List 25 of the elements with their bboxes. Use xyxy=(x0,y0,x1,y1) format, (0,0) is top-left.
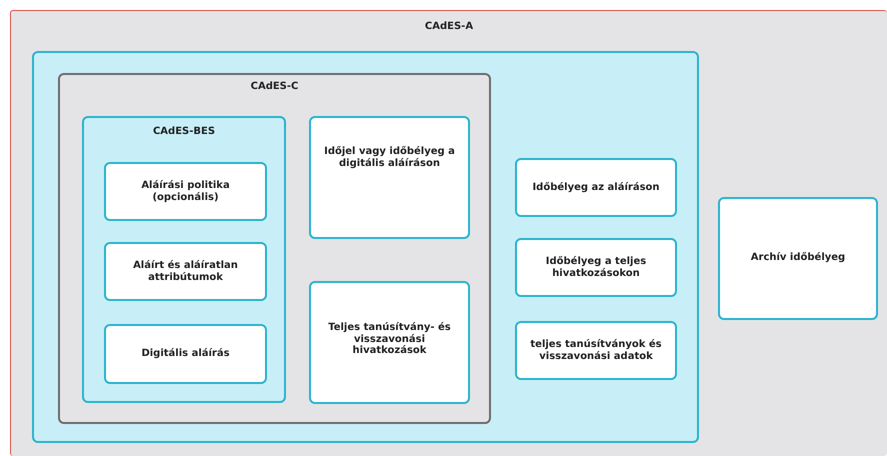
process-box xyxy=(515,158,677,217)
group-title: CAdES-C xyxy=(250,81,300,92)
box-label: Archív időbélyeg xyxy=(750,252,846,264)
container-box xyxy=(58,73,491,424)
container-box xyxy=(32,51,699,443)
process-box xyxy=(104,162,267,221)
process-box xyxy=(718,197,878,320)
box-label: Időbélyeg a teljes hivatkozásokon xyxy=(544,256,648,279)
process-box xyxy=(104,242,267,301)
process-box xyxy=(515,238,677,297)
box-label: Digitális aláírás xyxy=(141,348,230,360)
process-box xyxy=(309,116,470,239)
container-box xyxy=(10,10,887,456)
box-label: Aláírt és aláíratlan attribútumok xyxy=(132,260,239,283)
process-box xyxy=(104,324,267,384)
process-box xyxy=(309,281,470,404)
box-label: Időbélyeg az aláíráson xyxy=(532,182,660,194)
box-label: teljes tanúsítványok és visszavonási adatok xyxy=(529,339,663,362)
process-box xyxy=(515,321,677,380)
group-title: CAdES-BES xyxy=(152,126,216,138)
box-label: Időjel vagy időbélyeg a digitális aláíráson xyxy=(323,146,456,169)
box-label: Teljes tanúsítvány- és visszavonási hivatkozások xyxy=(327,322,452,357)
box-label: Aláírási politika (opcionális) xyxy=(140,180,231,203)
group-title: CAdES-A xyxy=(424,21,474,32)
container-box xyxy=(82,116,286,403)
